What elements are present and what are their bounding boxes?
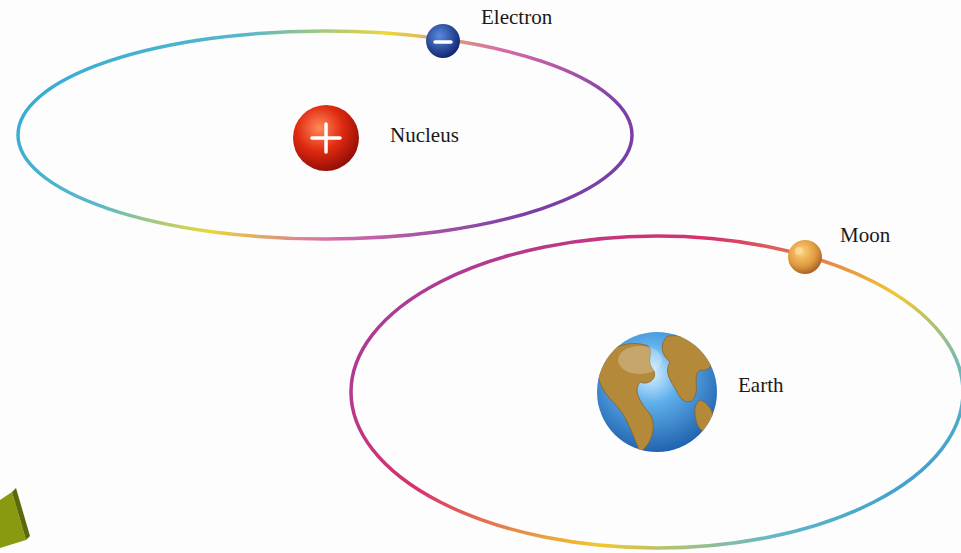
moon-orbit [351,236,961,548]
earth [597,332,717,452]
electron-label: Electron [481,6,552,29]
electron [426,24,460,58]
electron-orbit [18,31,632,239]
moon-label: Moon [840,224,890,247]
moon-highlight [795,247,803,255]
earth-highlight [618,346,662,374]
nucleus-label: Nucleus [390,124,459,147]
minus-sign [435,40,451,44]
continents [598,336,713,452]
earth-label: Earth [738,374,783,397]
moon [788,240,822,274]
plus-sign [312,124,340,152]
nucleus [293,105,359,171]
corner-marker [12,488,30,540]
